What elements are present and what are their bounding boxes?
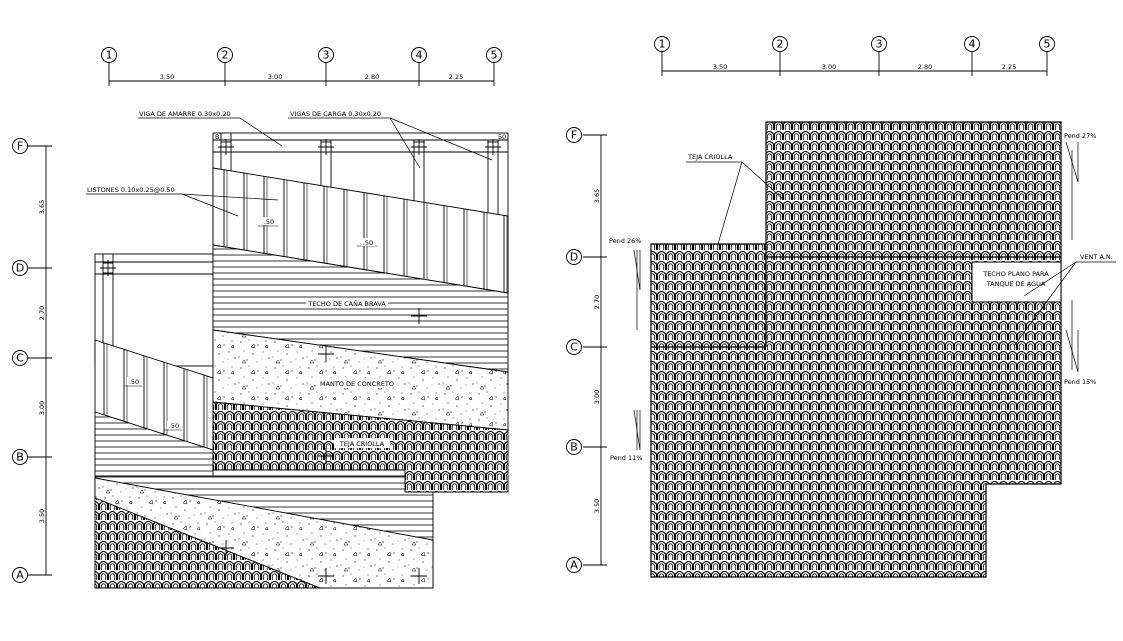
left-col-dim-2: 3.00 — [268, 73, 282, 81]
techo-plano-label-1: TECHO PLANO PARA — [982, 270, 1049, 278]
roof-ridge-lines — [651, 244, 1061, 348]
left-plan-cross-markers — [218, 308, 427, 584]
corner-label: B — [215, 133, 219, 141]
left-col-dim-1: 3.50 — [160, 73, 174, 81]
right-row-axes — [566, 127, 607, 573]
left-col-4-label: 4 — [416, 49, 423, 62]
teja-label-left: TEJA CRIOLLA — [339, 440, 385, 448]
right-col-5-label: 5 — [1044, 38, 1051, 51]
right-row-F-label: F — [571, 129, 577, 142]
right-row-dim-4: 3.50 — [593, 499, 601, 513]
right-col-4-label: 4 — [969, 38, 976, 51]
spacing-label-3: .50 — [129, 378, 139, 386]
right-row-D-label: D — [570, 251, 578, 264]
right-row-B-label: B — [570, 441, 578, 454]
teja-label-right: TEJA CRIOLLA — [687, 153, 733, 161]
viga-amarre-label: VIGA DE AMARRE 0.30x0.20 — [139, 110, 231, 118]
right-row-C-label: C — [570, 341, 578, 354]
left-col-dim-3: 2.80 — [365, 73, 379, 81]
vent-label: VENT A.N. — [1080, 253, 1113, 261]
right-row-dim-2: 2.70 — [593, 295, 601, 309]
manto-label: MANTO DE CONCRETO — [320, 380, 394, 388]
left-row-dim-4: 3.50 — [38, 509, 46, 523]
left-col-3-label: 3 — [323, 49, 330, 62]
pend-26-label: Pend 26% — [609, 237, 641, 245]
listones-label: LISTONES 0.10x0.25@0.50 — [87, 186, 175, 194]
vigas-carga-label: VIGAS DE CARGA 0.30x0.20 — [290, 110, 381, 118]
left-row-C-label: C — [16, 352, 24, 365]
tile-roof-area — [650, 121, 1062, 578]
right-col-3-label: 3 — [876, 38, 883, 51]
pend-27-label: Pend 27% — [1064, 132, 1096, 140]
right-col-1-label: 1 — [659, 38, 666, 51]
left-callout-lines — [86, 117, 493, 217]
right-plan: 1 2 3 4 5 3.50 3.00 2.80 2.25 F D C B A … — [566, 36, 1116, 578]
left-plan: 1 2 3 4 5 3.50 3.00 2.80 2.25 F D C B A … — [12, 47, 509, 589]
slope-arrows — [633, 141, 1079, 451]
tank-flat-roof — [971, 261, 1062, 303]
corner-label-2: 50 — [498, 133, 506, 141]
left-row-F-label: F — [17, 140, 23, 153]
right-col-dim-2: 3.00 — [822, 63, 836, 71]
left-col-dim-4: 2.25 — [449, 73, 463, 81]
left-row-dim-1: 3.65 — [38, 200, 46, 214]
left-row-B-label: B — [16, 451, 24, 464]
right-callout-lines — [686, 161, 1116, 347]
right-col-2-label: 2 — [777, 38, 784, 51]
left-row-dim-3: 3.00 — [38, 401, 46, 415]
left-col-5-label: 5 — [491, 49, 498, 62]
pend-15-label: Pend 15% — [1064, 378, 1096, 386]
teja-area-bottom — [94, 497, 321, 589]
manto-concreto-bottom — [94, 477, 434, 589]
left-row-D-label: D — [16, 262, 24, 275]
left-col-2-label: 2 — [222, 49, 229, 62]
left-row-A-label: A — [16, 569, 24, 582]
left-row-dim-2: 2.70 — [38, 306, 46, 320]
right-row-dim-3: 3.00 — [593, 390, 601, 404]
right-col-dim-4: 2.25 — [1002, 63, 1016, 71]
right-row-A-label: A — [570, 559, 578, 572]
pend-11-label: Pend 11% — [610, 454, 642, 462]
left-column-axes — [101, 47, 502, 86]
spacing-label-1: .50 — [264, 218, 274, 226]
spacing-label-2: .50 — [363, 239, 373, 247]
right-row-dim-1: 3.65 — [593, 189, 601, 203]
right-col-dim-1: 3.50 — [713, 63, 727, 71]
right-column-axes — [654, 36, 1055, 76]
right-col-dim-3: 2.80 — [918, 63, 932, 71]
left-row-axes — [12, 138, 52, 583]
techo-cana-label: TECHO DE CAÑA BRAVA — [307, 299, 386, 308]
techo-plano-label-2: TANQUE DE AGUA — [986, 280, 1046, 288]
spacing-label-4: .50 — [169, 422, 179, 430]
left-col-1-label: 1 — [106, 49, 113, 62]
